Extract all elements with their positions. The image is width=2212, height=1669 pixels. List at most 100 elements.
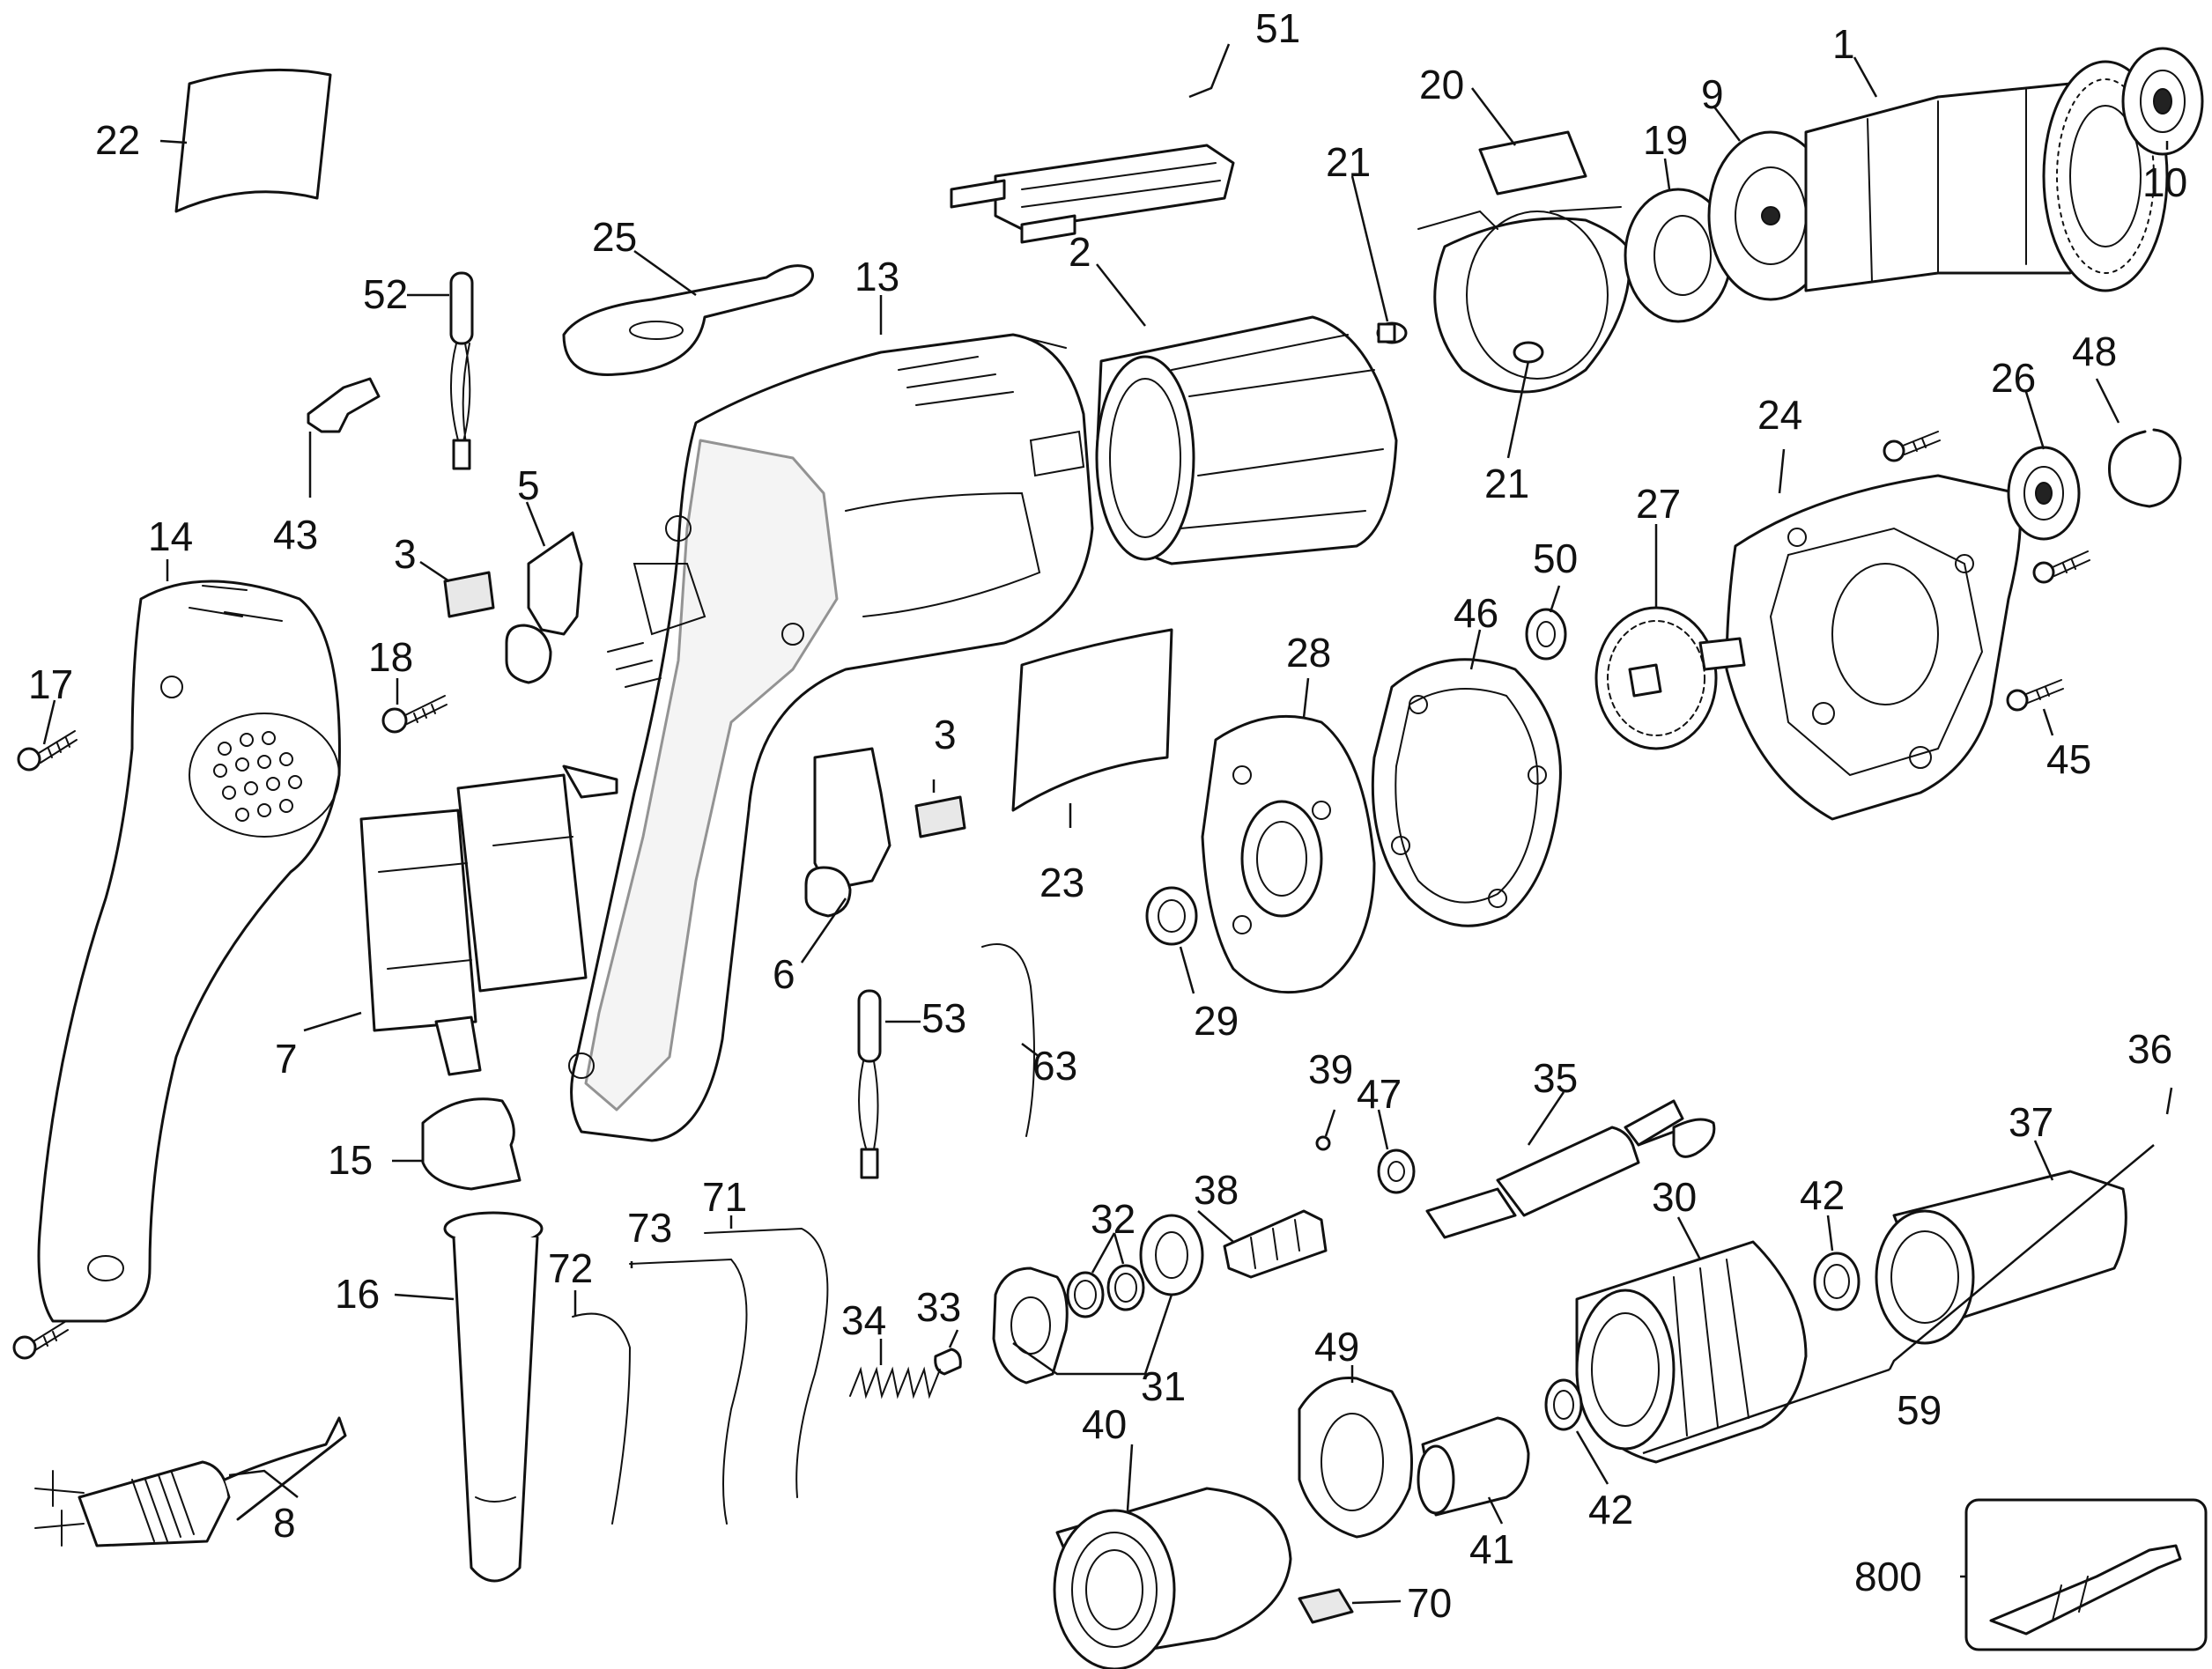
callout-21-upper: 21 bbox=[1326, 139, 1371, 185]
part-plug-cord-8 bbox=[34, 1416, 347, 1547]
part-screw-45-middle bbox=[2032, 550, 2090, 584]
callout-50: 50 bbox=[1533, 535, 1578, 581]
part-retaining-ring-48 bbox=[2108, 428, 2182, 508]
part-gasket-46 bbox=[1371, 658, 1562, 927]
callout-70: 70 bbox=[1407, 1580, 1452, 1626]
callout-34: 34 bbox=[841, 1297, 886, 1343]
callout-45: 45 bbox=[2046, 736, 2091, 782]
leader-lines bbox=[42, 43, 2173, 1605]
callout-22: 22 bbox=[95, 117, 140, 163]
part-o-ring-32a bbox=[1066, 1271, 1105, 1318]
part-pin-33 bbox=[934, 1348, 962, 1376]
part-switch-7 bbox=[359, 764, 618, 1076]
callout-3-lower: 3 bbox=[934, 712, 957, 757]
part-depth-locator-40 bbox=[1053, 1487, 1292, 1669]
part-bearing-26 bbox=[2007, 446, 2081, 541]
part-sleeve-41 bbox=[1417, 1416, 1530, 1517]
callout-7: 7 bbox=[275, 1036, 298, 1082]
callout-17: 17 bbox=[28, 661, 73, 707]
part-suppressor-52 bbox=[449, 271, 474, 470]
callout-52: 52 bbox=[363, 271, 408, 317]
callout-51: 51 bbox=[1255, 5, 1300, 51]
part-brush-3-lower bbox=[914, 795, 966, 838]
callout-10: 10 bbox=[2142, 159, 2187, 205]
callout-48: 48 bbox=[2072, 329, 2117, 374]
part-cover-plate-25 bbox=[562, 264, 814, 376]
part-screw-bottom-left bbox=[12, 1320, 69, 1360]
part-cord-protector-16 bbox=[443, 1211, 544, 1583]
callout-29: 29 bbox=[1194, 998, 1239, 1044]
callout-40: 40 bbox=[1082, 1401, 1127, 1447]
part-bearing-plate-28 bbox=[1201, 714, 1376, 994]
part-spring-34 bbox=[849, 1366, 941, 1399]
part-bearing-10 bbox=[2121, 47, 2204, 156]
callout-14: 14 bbox=[148, 513, 193, 559]
callout-38: 38 bbox=[1194, 1167, 1239, 1213]
callout-37: 37 bbox=[2009, 1099, 2053, 1145]
callout-41: 41 bbox=[1469, 1526, 1514, 1572]
callout-42-lower: 42 bbox=[1588, 1487, 1633, 1532]
part-pin-21-upper bbox=[1376, 321, 1408, 344]
callout-18: 18 bbox=[368, 634, 413, 680]
callout-15: 15 bbox=[328, 1137, 373, 1183]
part-gear-case-24 bbox=[1725, 474, 2022, 821]
callout-20: 20 bbox=[1419, 62, 1464, 107]
callout-53: 53 bbox=[921, 995, 966, 1041]
callout-27: 27 bbox=[1636, 481, 1681, 527]
part-suppressor-53 bbox=[857, 989, 882, 1179]
callout-73: 73 bbox=[627, 1205, 672, 1251]
callout-46: 46 bbox=[1454, 590, 1498, 636]
part-clutch-cup-31 bbox=[1139, 1214, 1204, 1296]
part-screw-45-lower bbox=[2006, 679, 2064, 712]
part-locknut-31 bbox=[992, 1267, 1069, 1385]
callout-35: 35 bbox=[1533, 1055, 1578, 1101]
part-bit-36 bbox=[1637, 1118, 1716, 1158]
part-brush-holder-5 bbox=[505, 531, 583, 684]
callout-800: 800 bbox=[1854, 1554, 1922, 1599]
part-wire-71 bbox=[704, 1227, 829, 1498]
callout-33: 33 bbox=[916, 1284, 961, 1330]
part-label-sheet-22 bbox=[174, 68, 332, 213]
part-screw-17 bbox=[17, 730, 78, 772]
callout-25: 25 bbox=[592, 214, 637, 260]
part-nosepiece-37 bbox=[1875, 1170, 2127, 1345]
callout-31: 31 bbox=[1141, 1363, 1186, 1409]
part-o-ring-32b bbox=[1106, 1264, 1145, 1311]
part-washer-29 bbox=[1145, 886, 1198, 946]
part-bushing-50 bbox=[1525, 608, 1567, 661]
part-clutch-47 bbox=[1377, 1148, 1416, 1194]
callout-13: 13 bbox=[854, 254, 899, 299]
part-block-70 bbox=[1298, 1588, 1354, 1624]
part-collar-30 bbox=[1575, 1240, 1808, 1464]
callout-16: 16 bbox=[335, 1271, 380, 1317]
part-wire-72 bbox=[572, 1312, 632, 1525]
part-ring-42-upper bbox=[1813, 1252, 1861, 1311]
callout-30: 30 bbox=[1652, 1174, 1697, 1220]
callout-5: 5 bbox=[517, 462, 540, 508]
callout-24: 24 bbox=[1757, 392, 1802, 438]
callout-63: 63 bbox=[1032, 1043, 1077, 1089]
callout-9: 9 bbox=[1701, 71, 1724, 117]
callout-6: 6 bbox=[773, 951, 795, 997]
callout-2: 2 bbox=[1069, 229, 1091, 275]
part-brush-3-upper bbox=[443, 571, 495, 618]
callout-26: 26 bbox=[1991, 355, 2036, 401]
part-main-housing-13 bbox=[568, 333, 1094, 1142]
callout-59: 59 bbox=[1897, 1387, 1942, 1433]
part-spindle-35 bbox=[1425, 1099, 1684, 1239]
part-insulation-23 bbox=[1011, 628, 1173, 812]
part-module-51 bbox=[950, 144, 1235, 244]
part-field-2 bbox=[1095, 315, 1398, 565]
part-bearing-19 bbox=[1624, 188, 1733, 323]
part-ball-39 bbox=[1315, 1135, 1331, 1151]
callout-8: 8 bbox=[273, 1500, 296, 1546]
part-wire-63 bbox=[981, 943, 1035, 1137]
callout-47: 47 bbox=[1357, 1071, 1402, 1117]
part-armature-1 bbox=[1804, 60, 2169, 292]
part-gear-27 bbox=[1594, 606, 1746, 750]
part-brush-ring-20 bbox=[1417, 130, 1632, 394]
callout-36: 36 bbox=[2127, 1026, 2172, 1072]
callout-labels: 22 51 25 52 43 5 3 18 17 14 7 15 16 8 13… bbox=[28, 5, 2187, 1626]
part-brush-holder-6 bbox=[804, 747, 891, 918]
part-wire-73 bbox=[629, 1258, 748, 1525]
